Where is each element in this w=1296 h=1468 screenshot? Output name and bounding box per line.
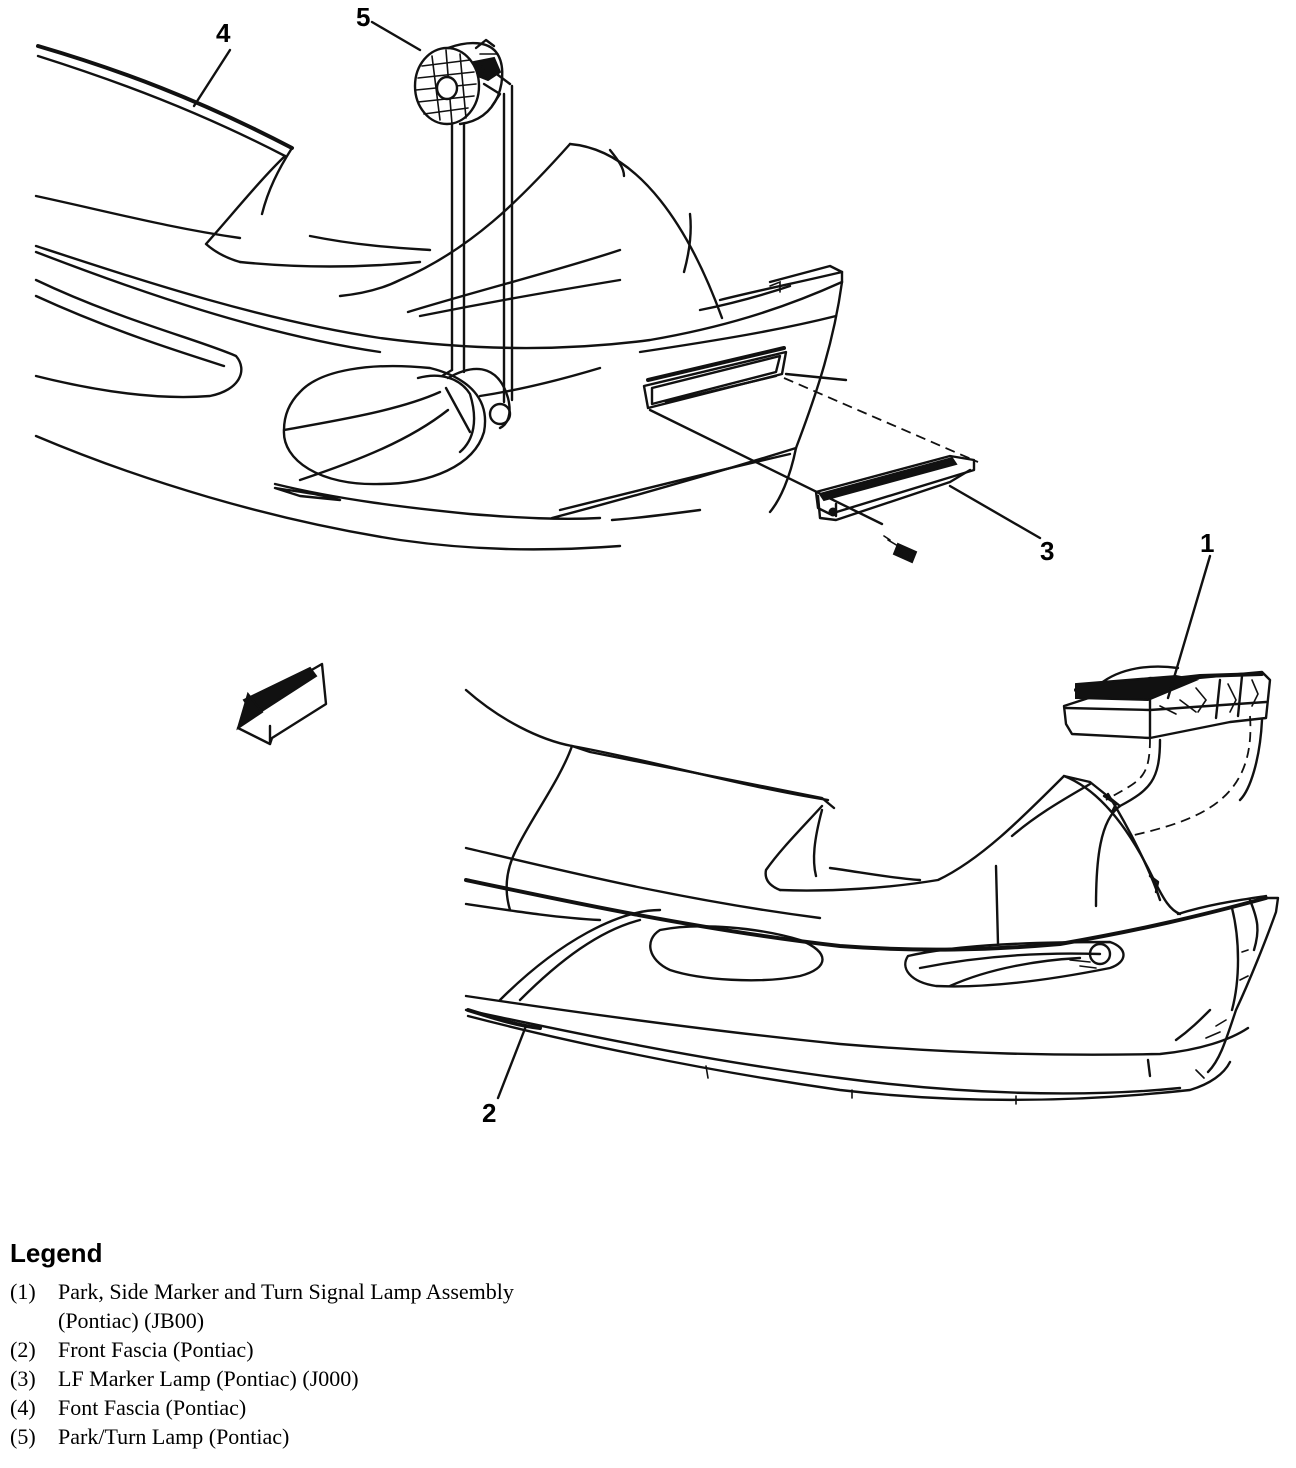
callout-3: 3 — [1040, 536, 1054, 566]
screw-icon — [883, 535, 918, 564]
front-fascia-upper — [34, 44, 844, 551]
callout-4: 4 — [216, 18, 231, 48]
legend-item-4: (4) Font Fascia (Pontiac) — [10, 1393, 770, 1422]
leader-4 — [192, 48, 232, 108]
legend-item-3: (3) LF Marker Lamp (Pontiac) (J000) — [10, 1364, 770, 1393]
legend-description: Park, Side Marker and Turn Signal Lamp A… — [58, 1277, 770, 1335]
legend-number: (5) — [10, 1424, 36, 1449]
legend-description: Park/Turn Lamp (Pontiac) — [58, 1424, 290, 1449]
legend-number: (2) — [10, 1337, 36, 1362]
marker-lamp-assembly — [642, 346, 979, 564]
legend-number: (3) — [10, 1366, 36, 1391]
legend-description-line: (Pontiac) (JB00) — [58, 1308, 205, 1333]
park-turn-lamp-upper — [413, 38, 514, 404]
callout-2: 2 — [482, 1098, 496, 1128]
diagram-svg: 4 5 3 — [34, 2, 1280, 1128]
legend-item-2: (2) Front Fascia (Pontiac) — [10, 1335, 770, 1364]
forward-arrow-icon — [236, 662, 328, 746]
legend-description: Front Fascia (Pontiac) — [58, 1337, 254, 1362]
legend-number: (1) — [10, 1279, 36, 1304]
legend-number: (4) — [10, 1395, 36, 1420]
legend-description: LF Marker Lamp (Pontiac) (J000) — [58, 1366, 359, 1391]
callout-1: 1 — [1200, 528, 1214, 558]
legend-title: Legend — [10, 1238, 103, 1268]
legend-description-line: Park, Side Marker and Turn Signal Lamp A… — [58, 1279, 514, 1304]
exploded-parts-diagram: 4 5 3 — [34, 2, 1280, 1128]
front-fascia-lower — [464, 688, 1280, 1105]
leader-2 — [496, 1024, 528, 1100]
leader-1 — [1166, 554, 1212, 700]
leader-5 — [370, 20, 422, 52]
legend: Legend (1) Park, Side Marker and Turn Si… — [10, 1238, 770, 1451]
legend-item-5: (5) Park/Turn Lamp (Pontiac) — [10, 1422, 770, 1451]
park-side-marker-turn-lamp — [1062, 665, 1272, 908]
legend-description: Font Fascia (Pontiac) — [58, 1395, 247, 1420]
leader-3 — [948, 484, 1042, 540]
legend-item-1: (1) Park, Side Marker and Turn Signal La… — [10, 1277, 770, 1335]
callout-5: 5 — [356, 2, 370, 32]
